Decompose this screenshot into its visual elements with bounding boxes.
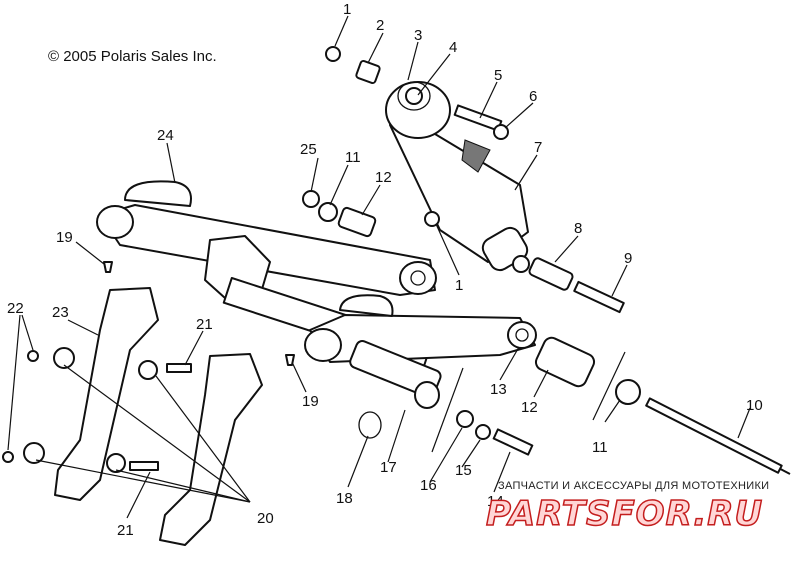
callout-label: 24 [157,127,174,144]
watermark-logo: PARTSFOR.RU [485,493,764,535]
leader-lines [7,15,751,519]
callout-label: 9 [624,250,632,267]
rear-hardware [285,257,791,475]
callout-label: 11 [345,149,361,166]
rear-torque-arm [304,294,537,439]
callout-label: 16 [420,477,437,494]
callout-label: 7 [534,139,542,156]
callout-label: 19 [56,229,73,246]
callout-label: 21 [196,316,213,333]
callout-label: 22 [7,300,24,317]
callout-label: 19 [302,393,319,410]
copyright-notice: © 2005 Polaris Sales Inc. [48,48,217,65]
front-arm-hardware [103,190,377,273]
callout-label: 14 [487,493,504,510]
callout-label: 10 [746,397,763,414]
callout-label: 15 [455,462,472,479]
callout-label: 12 [375,169,392,186]
shock-upper-bolt [453,104,509,140]
callout-label: 11 [592,439,608,456]
callout-label: 21 [117,522,134,539]
callout-label: 18 [336,490,353,507]
watermark-caption: ЗАПЧАСТИ И АКСЕССУАРЫ ДЛЯ МОТОТЕХНИКИ [498,480,770,492]
callout-label: 13 [490,381,507,398]
callout-label: 2 [376,17,384,34]
callout-label: 25 [300,141,317,158]
callout-label: 3 [414,27,422,44]
callout-labels: 1 2 3 4 5 6 7 1 8 9 25 11 12 24 19 22 23… [7,1,763,539]
callout-label: 8 [574,220,582,237]
callout-label: 6 [529,88,537,105]
callout-label: 4 [449,39,457,56]
callout-label: 20 [257,510,274,527]
callout-label: 17 [380,459,397,476]
shock-absorber [385,81,530,273]
callout-label: 1 [455,277,463,294]
upper-hardware [325,46,440,227]
callout-label: 5 [494,67,502,84]
callout-label: 23 [52,304,69,321]
callout-label: 1 [343,1,351,18]
callout-label: 12 [521,399,538,416]
